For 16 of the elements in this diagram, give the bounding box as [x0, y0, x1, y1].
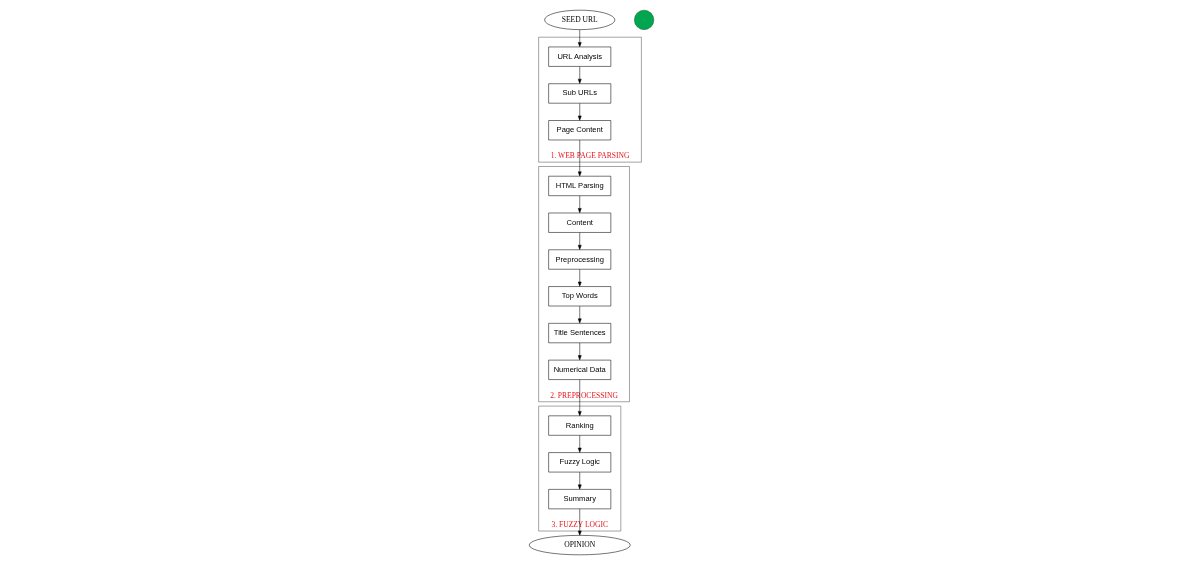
arrow [577, 379, 581, 416]
node-ellipse: OPINION [528, 535, 631, 556]
arrow [577, 472, 581, 490]
arrow [577, 66, 581, 84]
arrow [577, 29, 581, 47]
arrow [577, 508, 581, 536]
arrow [577, 342, 581, 361]
node-circle [633, 9, 654, 30]
arrow [577, 435, 581, 453]
arrow [577, 232, 581, 250]
arrow [577, 139, 581, 177]
arrow [577, 269, 581, 287]
arrow [577, 103, 581, 121]
node-ellipse: SEED URL [543, 9, 615, 30]
arrow [577, 195, 581, 213]
arrow [577, 305, 581, 324]
